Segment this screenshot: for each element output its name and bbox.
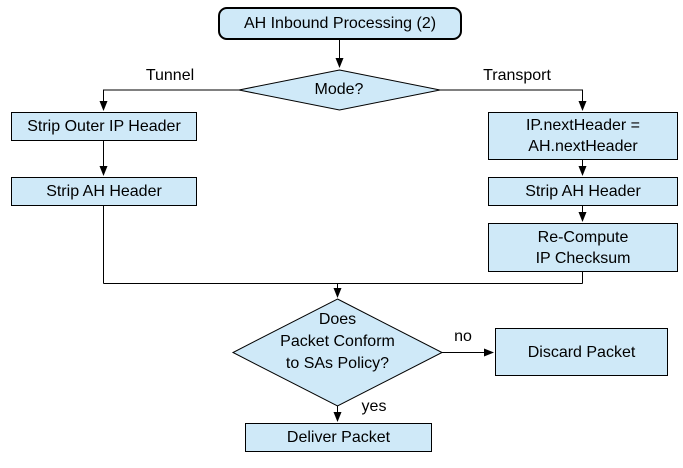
node-strip-outer-ip-header: Strip Outer IP Header — [11, 112, 197, 141]
node-deliver-packet: Deliver Packet — [245, 423, 432, 452]
edge-mode-tunnel — [99, 89, 239, 111]
edge-label-transport: Transport — [483, 67, 551, 84]
node-start-label: AH Inbound Processing (2) — [243, 15, 437, 32]
node-set-next-header-line1: IP.nextHeader = — [525, 117, 640, 134]
node-recompute-checksum: Re-Compute IP Checksum — [488, 223, 678, 272]
node-strip-outer-ip-label: Strip Outer IP Header — [27, 118, 181, 135]
edge-label-tunnel: Tunnel — [145, 67, 195, 84]
node-set-next-header: IP.nextHeader = AH.nextHeader — [488, 112, 678, 160]
decision-mode-label: Mode? — [289, 79, 389, 101]
decision-policy-line1: Does — [318, 311, 357, 328]
node-strip-ah-right-label: Strip AH Header — [525, 183, 641, 200]
node-recompute-line1: Re-Compute — [537, 228, 629, 246]
decision-policy-line2: Packet Conform — [280, 333, 395, 350]
edge-label-yes: yes — [361, 398, 387, 415]
decision-policy-line3: to SAs Policy? — [285, 355, 390, 372]
node-start: AH Inbound Processing (2) — [218, 7, 462, 40]
node-strip-ah-header-right: Strip AH Header — [488, 177, 678, 206]
node-discard-packet: Discard Packet — [495, 328, 668, 376]
node-recompute-line2: IP Checksum — [535, 249, 631, 267]
node-discard-label: Discard Packet — [527, 343, 636, 361]
node-strip-ah-header-left: Strip AH Header — [11, 177, 197, 206]
decision-mode-shape — [238, 69, 441, 111]
decision-mode-text: Mode? — [314, 81, 364, 98]
edge-label-no: no — [454, 328, 472, 345]
decision-policy-label: Does Packet Conform to SAs Policy? — [237, 309, 438, 375]
edge-mode-transport — [440, 89, 587, 111]
node-strip-ah-left-label: Strip AH Header — [46, 183, 162, 200]
node-deliver-label: Deliver Packet — [286, 429, 391, 446]
node-set-next-header-line2: AH.nextHeader — [528, 138, 638, 155]
